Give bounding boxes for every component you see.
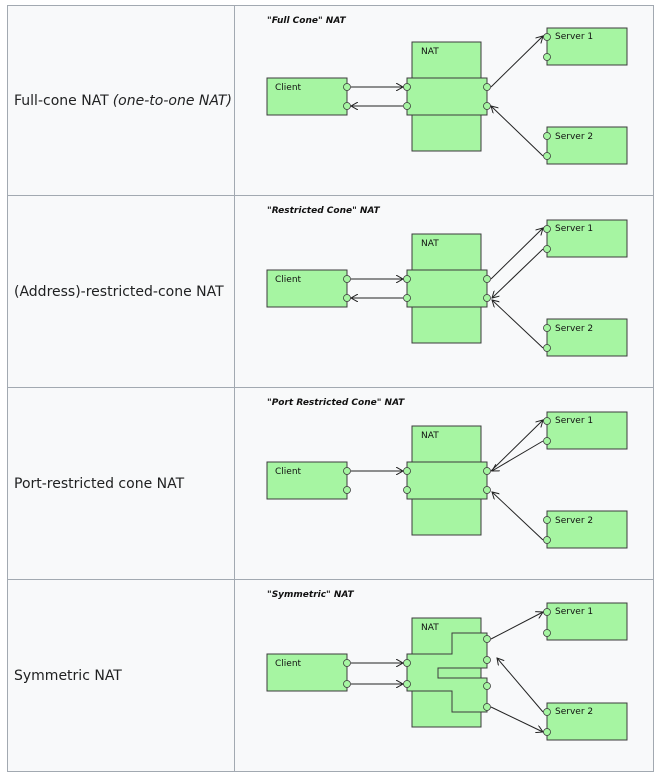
nat-label: NAT: [421, 431, 439, 441]
row-label: Symmetric NAT: [14, 667, 122, 684]
server1-label: Server 1: [555, 607, 593, 617]
server1-label: Server 1: [555, 32, 593, 42]
diagram-title: "Port Restricted Cone" NAT: [267, 398, 405, 408]
client-label: Client: [275, 659, 302, 669]
server1-box: [546, 411, 628, 450]
diagram-title: "Symmetric" NAT: [267, 590, 354, 600]
client-box: [266, 269, 348, 308]
server1-box: [546, 219, 628, 258]
row-header: Full-cone NAT (one-to-one NAT): [8, 6, 235, 195]
full-cone-diagram: NAT Client Server 1 Server 2: [266, 27, 628, 165]
row-label-italic: (one-to-one NAT): [112, 92, 232, 109]
table-row: (Address)-restricted-cone NAT "Restricte…: [8, 196, 653, 388]
server2-label: Server 2: [555, 132, 593, 142]
row-header: (Address)-restricted-cone NAT: [8, 196, 235, 387]
nat-label: NAT: [421, 623, 439, 633]
server2-box: [546, 126, 628, 165]
row-label: Full-cone NAT: [14, 92, 109, 109]
row-header: Symmetric NAT: [8, 580, 235, 771]
diagram-cell: "Restricted Cone" NAT NAT Client Server …: [235, 196, 653, 387]
client-label: Client: [275, 467, 302, 477]
table-row: Full-cone NAT (one-to-one NAT) "Full Con…: [8, 6, 653, 196]
server1-label: Server 1: [555, 416, 593, 426]
nat-mapping: [406, 269, 488, 308]
client-label: Client: [275, 275, 302, 285]
client-box: [266, 77, 348, 116]
server1-box: [546, 27, 628, 66]
server2-label: Server 2: [555, 324, 593, 334]
table-row: Symmetric NAT "Symmetric" NAT NAT Client…: [8, 580, 653, 771]
restricted-cone-diagram: NAT Client Server 1 Server 2: [266, 219, 628, 357]
client-label: Client: [275, 83, 302, 93]
nat-mapping: [406, 461, 488, 500]
server2-box: [546, 318, 628, 357]
table-row: Port-restricted cone NAT "Port Restricte…: [8, 388, 653, 580]
server2-box: [546, 510, 628, 549]
nat-types-table: Full-cone NAT (one-to-one NAT) "Full Con…: [7, 5, 654, 772]
server2-label: Server 2: [555, 516, 593, 526]
nat-label: NAT: [421, 47, 439, 57]
nat-mapping: [406, 77, 488, 116]
port-restricted-cone-diagram: NAT Client Server 1 Server 2: [266, 411, 628, 549]
client-box: [266, 461, 348, 500]
row-header: Port-restricted cone NAT: [8, 388, 235, 579]
symmetric-diagram: NAT Client Server 1 Server 2: [266, 602, 628, 741]
diagram-title: "Full Cone" NAT: [267, 16, 346, 26]
server2-box: [546, 702, 628, 741]
client-box: [266, 653, 348, 692]
diagram-cell: "Full Cone" NAT NAT Client Server 1 Serv…: [235, 6, 653, 195]
server1-label: Server 1: [555, 224, 593, 234]
server1-box: [546, 602, 628, 641]
nat-label: NAT: [421, 239, 439, 249]
diagram-cell: "Symmetric" NAT NAT Client Server 1 Serv…: [235, 580, 653, 771]
diagram-title: "Restricted Cone" NAT: [267, 206, 380, 216]
server2-label: Server 2: [555, 707, 593, 717]
row-label: Port-restricted cone NAT: [14, 475, 185, 492]
diagram-cell: "Port Restricted Cone" NAT NAT Client Se…: [235, 388, 653, 579]
nat-mapping: [406, 632, 488, 713]
row-label: (Address)-restricted-cone NAT: [14, 283, 224, 300]
